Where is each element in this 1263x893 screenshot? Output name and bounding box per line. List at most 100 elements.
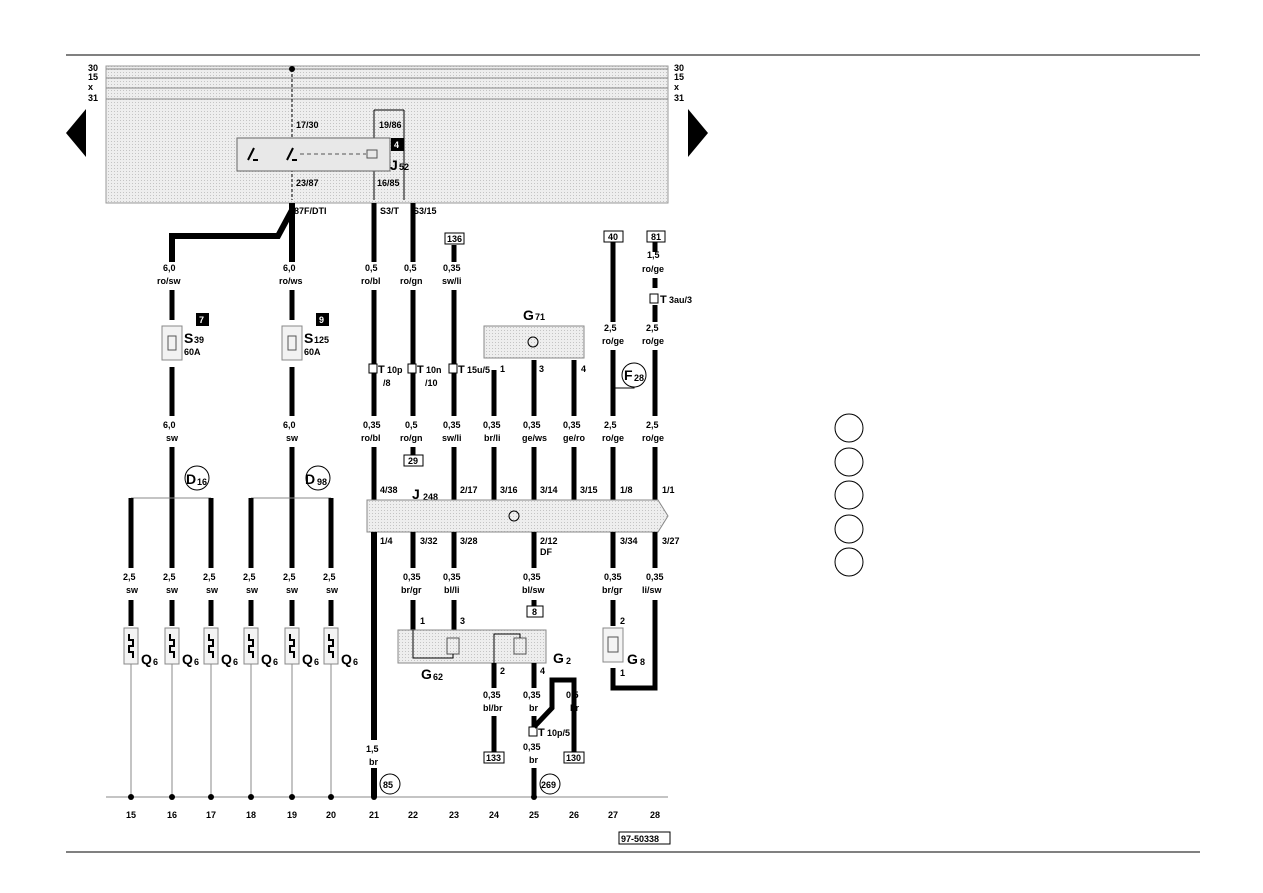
rail-label-31-right: 31 (674, 93, 684, 103)
svg-text:br: br (369, 757, 378, 767)
next-page-arrow[interactable] (688, 109, 708, 157)
fuse-s39: 7 S 39 60A (161, 313, 209, 361)
svg-text:2,5: 2,5 (646, 420, 659, 430)
panel-label-87f-dti: 87F/DTI (294, 206, 327, 216)
relay-name: J (390, 157, 398, 173)
box-8: 8 (532, 607, 537, 617)
svg-text:0,5: 0,5 (365, 263, 378, 273)
svg-text:2,5: 2,5 (203, 572, 216, 582)
svg-text:10n: 10n (426, 365, 442, 375)
ground-bus: 85 269 (106, 773, 668, 800)
svg-text:18: 18 (246, 810, 256, 820)
svg-text:3/32: 3/32 (420, 536, 438, 546)
relay-pin-19-86: 19/86 (379, 120, 402, 130)
svg-text:Q: Q (261, 651, 272, 667)
svg-text:ro/sw: ro/sw (157, 276, 182, 286)
svg-text:24: 24 (489, 810, 499, 820)
svg-text:ro/ge: ro/ge (602, 336, 624, 346)
diode-d98: D 98 (251, 465, 331, 499)
drawing-number: 97-50338 (621, 834, 659, 844)
svg-text:Q: Q (141, 651, 152, 667)
svg-text:6: 6 (273, 657, 278, 667)
svg-text:10p: 10p (387, 365, 403, 375)
svg-text:9: 9 (319, 315, 324, 325)
svg-text:4: 4 (581, 364, 586, 374)
svg-text:1,5: 1,5 (366, 744, 379, 754)
svg-text:60A: 60A (304, 347, 321, 357)
svg-text:28: 28 (650, 810, 660, 820)
svg-text:16: 16 (167, 810, 177, 820)
svg-text:6: 6 (233, 657, 238, 667)
svg-text:sw: sw (166, 433, 179, 443)
svg-text:8: 8 (640, 657, 645, 667)
svg-text:3/15: 3/15 (580, 485, 598, 495)
svg-text:0,35: 0,35 (363, 420, 381, 430)
svg-text:2/17: 2/17 (460, 485, 478, 495)
svg-text:71: 71 (535, 312, 545, 322)
svg-text:39: 39 (194, 335, 204, 345)
svg-text:Q: Q (341, 651, 352, 667)
svg-text:T: T (458, 364, 465, 376)
svg-text:25: 25 (529, 810, 539, 820)
glow-plug-2 (164, 627, 180, 797)
svg-text:0,35: 0,35 (604, 572, 622, 582)
lower-wires (128, 600, 658, 691)
svg-text:bl/br: bl/br (483, 703, 503, 713)
rail-label-15-right: 15 (674, 72, 684, 82)
svg-text:20: 20 (326, 810, 336, 820)
svg-text:F: F (624, 367, 633, 383)
svg-text:7: 7 (199, 315, 204, 325)
svg-text:T: T (417, 364, 424, 376)
svg-text:17: 17 (206, 810, 216, 820)
svg-text:248: 248 (423, 492, 438, 502)
glow-plug-4 (243, 627, 259, 797)
ground-ref-85: 85 (383, 780, 393, 790)
svg-text:br/li: br/li (484, 433, 501, 443)
svg-text:0,35: 0,35 (523, 572, 541, 582)
svg-text:2: 2 (566, 656, 571, 666)
relay-pin-16-85: 16/85 (377, 178, 400, 188)
svg-text:T: T (378, 364, 385, 376)
ground-ref-269: 269 (541, 780, 556, 790)
rail-label-x-right: x (674, 82, 679, 92)
svg-text:sw: sw (286, 433, 299, 443)
svg-text:/8: /8 (383, 378, 391, 388)
svg-text:3/28: 3/28 (460, 536, 478, 546)
svg-text:27: 27 (608, 810, 618, 820)
svg-text:ro/ge: ro/ge (642, 336, 664, 346)
svg-text:1,5: 1,5 (647, 250, 660, 260)
panel-label-s3-t: S3/T (380, 206, 400, 216)
svg-text:2: 2 (500, 666, 505, 676)
box-81: 81 (651, 232, 661, 242)
svg-text:2,5: 2,5 (646, 323, 659, 333)
svg-text:0,35: 0,35 (443, 263, 461, 273)
previous-page-arrow[interactable] (66, 109, 86, 157)
svg-text:ro/ge: ro/ge (642, 433, 664, 443)
svg-text:G: G (553, 650, 564, 666)
svg-text:3: 3 (460, 616, 465, 626)
mid-wires (169, 278, 658, 416)
svg-text:2,5: 2,5 (323, 572, 336, 582)
j248-input-wires (169, 447, 658, 568)
svg-text:0,35: 0,35 (403, 572, 421, 582)
svg-text:bl/li: bl/li (444, 585, 460, 595)
feed-wires (169, 203, 658, 322)
svg-text:3/27: 3/27 (662, 536, 680, 546)
rail-label-15: 15 (88, 72, 98, 82)
svg-text:D: D (305, 471, 315, 487)
connector-t3au-name: T (660, 294, 667, 306)
glow-plug-3 (203, 627, 219, 797)
svg-text:6: 6 (353, 657, 358, 667)
svg-text:6: 6 (194, 657, 199, 667)
glow-plug-5 (284, 627, 300, 797)
svg-text:0,35: 0,35 (483, 420, 501, 430)
svg-text:0,35: 0,35 (523, 742, 541, 752)
svg-text:1/8: 1/8 (620, 485, 633, 495)
rail-label-x: x (88, 82, 93, 92)
svg-text:2,5: 2,5 (283, 572, 296, 582)
svg-text:br/gr: br/gr (401, 585, 422, 595)
rail-label-31: 31 (88, 93, 98, 103)
svg-text:G: G (627, 651, 638, 667)
svg-text:DF: DF (540, 547, 552, 557)
svg-text:sw/li: sw/li (442, 276, 462, 286)
